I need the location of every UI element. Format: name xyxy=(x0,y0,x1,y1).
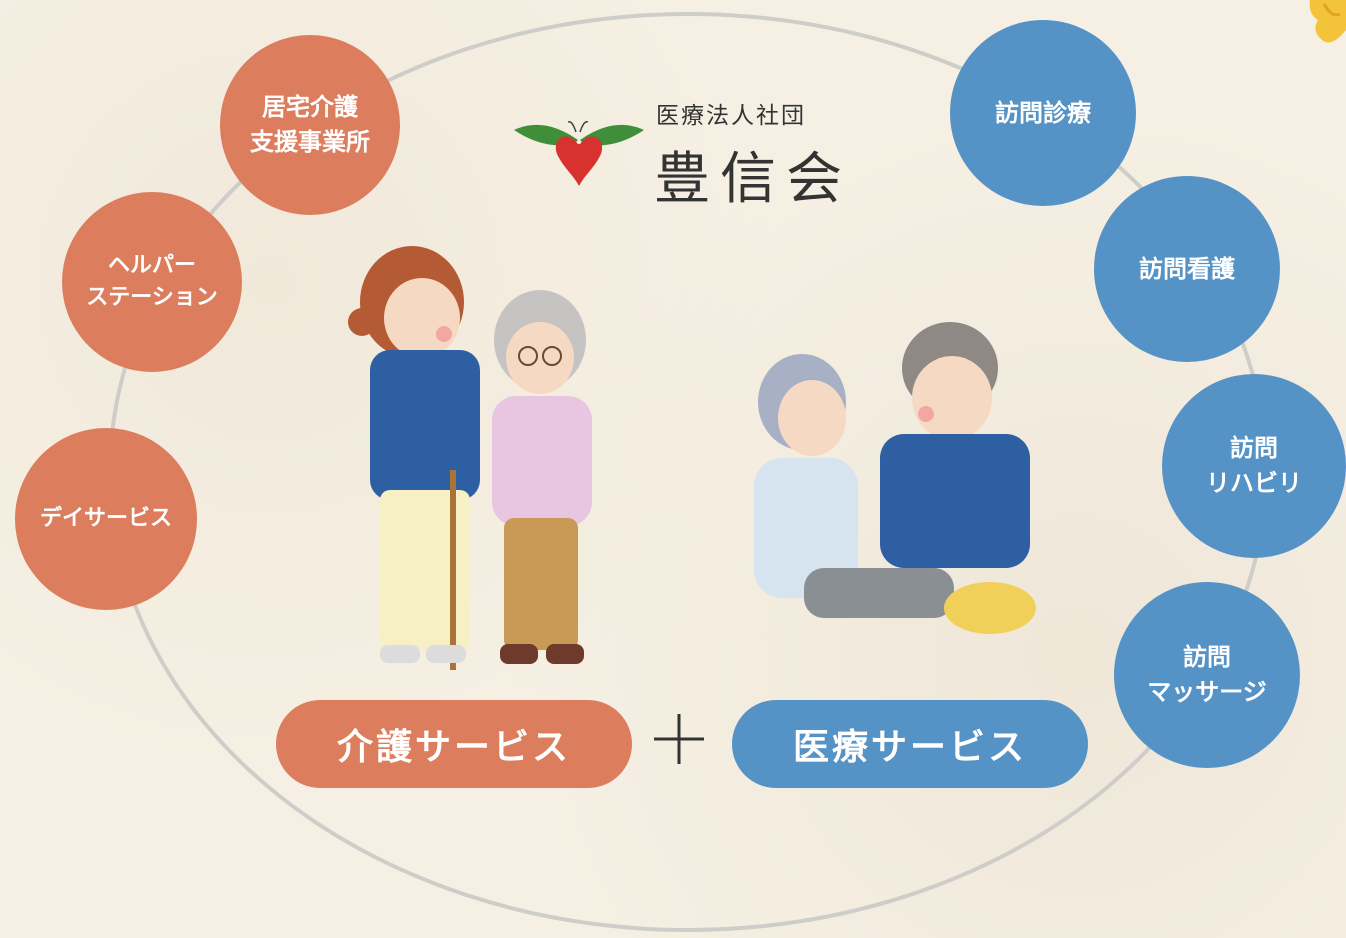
medical-service-label: 訪問看護 xyxy=(1139,254,1235,283)
care-service-label: 居宅介護 支援事業所 xyxy=(250,93,370,156)
medical-service-home-nursing[interactable]: 訪問看護 xyxy=(1094,176,1280,362)
care-service-day-service[interactable]: デイサービス xyxy=(15,428,197,610)
plus-icon xyxy=(654,714,704,764)
care-service-label: デイサービス xyxy=(39,506,172,532)
caregiver-illustration xyxy=(348,246,592,670)
medical-staff-illustration xyxy=(754,322,1036,634)
medical-service-home-rehab[interactable]: 訪問 リハビリ xyxy=(1162,374,1346,558)
care-service-helper-station[interactable]: ヘルパー ステーション xyxy=(62,192,242,372)
medical-service-label: 訪問 リハビリ xyxy=(1206,434,1302,497)
medical-service-home-visit[interactable]: 訪問診療 xyxy=(950,20,1136,206)
medical-service-home-massage[interactable]: 訪問 マッサージ xyxy=(1114,582,1300,768)
org-name: 豊信会 xyxy=(654,147,852,212)
medical-services-pill[interactable]: 医療サービス xyxy=(732,700,1088,788)
medical-service-label: 訪問 マッサージ xyxy=(1147,643,1267,706)
medical-services-label: 医療サービス xyxy=(792,727,1027,768)
care-service-home-support[interactable]: 居宅介護 支援事業所 xyxy=(220,35,400,215)
org-subtitle: 医療法人社団 xyxy=(656,103,806,129)
care-service-label: ヘルパー ステーション xyxy=(86,253,218,310)
care-services-pill[interactable]: 介護サービス xyxy=(276,700,632,788)
flower-icon xyxy=(1309,0,1346,43)
medical-service-label: 訪問診療 xyxy=(995,98,1091,127)
care-services-label: 介護サービス xyxy=(336,727,571,768)
heart-leaf-logo-icon xyxy=(514,120,644,186)
